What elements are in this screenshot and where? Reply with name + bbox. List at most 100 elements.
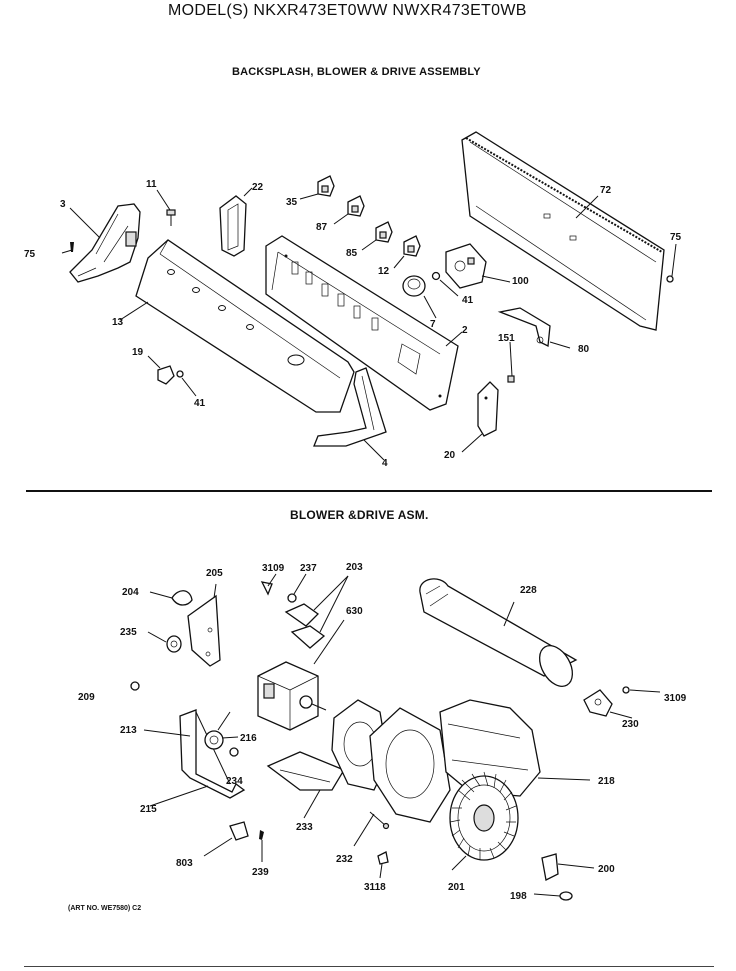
part-3118-screw [377,851,389,879]
callout-100: 100 [512,276,529,287]
part-72-rear-panel [461,131,665,331]
callout-201: 201 [448,882,465,893]
part-41-clip-lower [176,370,197,397]
part-203-brackets [284,575,349,649]
leader-13 [119,301,149,321]
part-80-bracket [497,307,571,349]
part-630-motor [257,619,345,731]
callout-12: 12 [378,266,390,277]
part-803-clip [203,821,249,857]
part-209-ring [130,681,140,691]
callout-237: 237 [300,563,317,574]
part-85-switch [361,221,393,251]
callout-72: 72 [600,185,612,196]
part-12-switch [393,235,421,269]
callout-205: 205 [206,568,223,579]
callout-803: 803 [176,858,193,869]
callout-198: 198 [510,891,527,902]
callout-204: 204 [122,587,139,598]
callout-234: 234 [226,776,243,787]
part-2-control-plate [265,235,459,411]
callout-75: 75 [670,232,682,243]
callout-213: 213 [120,725,137,736]
callout-87: 87 [316,222,328,233]
part-235-pulley [147,631,182,653]
callout-75: 75 [24,249,36,260]
part-201-blower-wheel [449,771,519,871]
callout-85: 85 [346,248,358,259]
callout-630: 630 [346,606,363,617]
part-41-clip [431,271,459,297]
part-234-washer [229,747,239,757]
part-232-screw [353,811,390,847]
callout-209: 209 [78,692,95,703]
callout-239: 239 [252,867,269,878]
part-11-screw [156,189,176,226]
callout-203: 203 [346,562,363,573]
part-205-mount-bracket [187,583,221,667]
part-100-timer [445,243,511,289]
callout-218: 218 [598,776,615,787]
callout-11: 11 [146,179,157,190]
section-title: BACKSPLASH, BLOWER & DRIVE ASSEMBLY [232,66,481,78]
callout-233: 233 [296,822,313,833]
callout-13: 13 [112,317,124,328]
callout-228: 228 [520,585,537,596]
part-35-switch [299,175,335,200]
part-151-screw [507,341,515,383]
part-216-idler-pulley [204,711,239,750]
callout-3109: 3109 [262,563,285,574]
part-87-switch [333,195,365,225]
subsection-title: BLOWER &DRIVE ASM. [290,508,429,522]
callout-235: 235 [120,627,137,638]
callout-232: 232 [336,854,353,865]
part-215-idler-arm [149,709,246,807]
section-divider [26,490,712,492]
part-237-screw [287,573,307,603]
callout-230: 230 [622,719,639,730]
callout-216: 216 [240,733,257,744]
part-22-bracket [219,187,253,257]
part-19-button [147,355,175,385]
callout-22: 22 [252,182,264,193]
part-218-blower-housing [331,699,591,823]
callout-35: 35 [286,197,298,208]
callout-2: 2 [462,325,468,336]
part-239-screw [259,830,264,862]
part-233-duct [266,751,345,819]
callout-19: 19 [132,347,144,358]
callout-3109: 3109 [664,693,687,704]
callout-4: 4 [382,458,388,469]
part-230-thermostat [583,689,633,719]
part-76-screw [61,242,74,254]
part-3-end-cap [69,203,141,283]
callout-41: 41 [194,398,206,409]
art-number: (ART NO. WE7580) C2 [68,905,142,912]
leader-2 [445,331,463,347]
part-3109-screw [260,573,277,596]
callout-7: 7 [430,319,436,330]
callout-41: 41 [462,295,474,306]
callout-215: 215 [140,804,157,815]
callout-80: 80 [578,344,590,355]
callout-200: 200 [598,864,615,875]
leader-213 [143,729,191,737]
part-7-knob [402,275,437,319]
callout-151: 151 [498,333,515,344]
bottom-rule [24,966,714,967]
part-4-support-bracket [313,367,387,461]
part-75-screw [666,243,677,283]
part-200-bracket [541,853,595,881]
part-13-backsplash-panel [135,239,355,413]
part-204-clamp [149,590,193,606]
model-title: MODEL(S) NKXR473ET0WW NWXR473ET0WB [168,2,527,19]
callout-3: 3 [60,199,66,210]
callout-20: 20 [444,450,456,461]
part-228-exhaust-duct [419,578,578,687]
part-198-screw [533,891,573,901]
part-20-end-cap [461,381,499,453]
part-3109-screw-right [622,686,661,694]
callout-3118: 3118 [364,882,386,893]
